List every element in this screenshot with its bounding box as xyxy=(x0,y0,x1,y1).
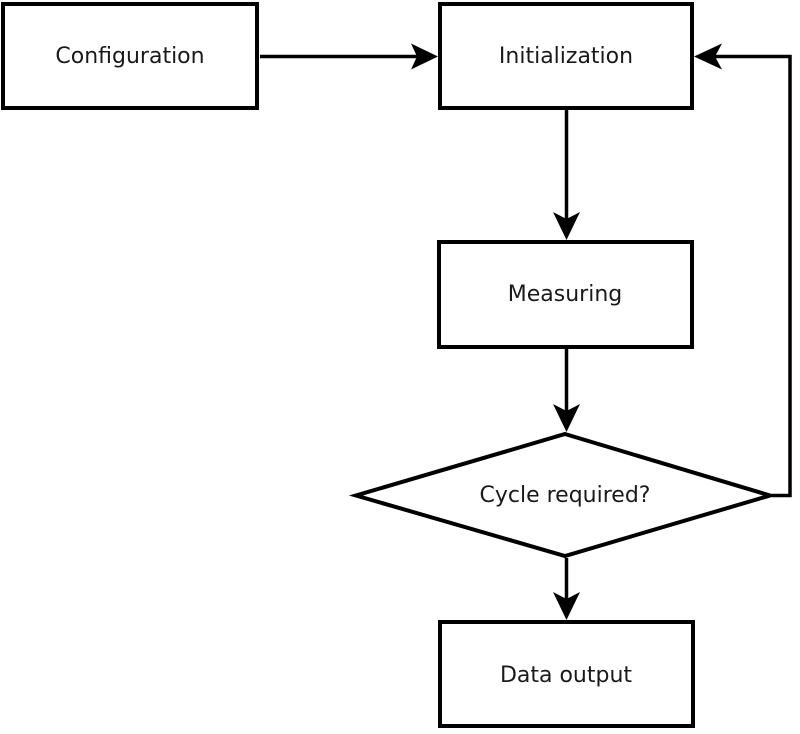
node-measuring-label: Measuring xyxy=(508,282,622,307)
arrowhead-icon xyxy=(553,592,580,620)
edge-cycle-required-to-initialization xyxy=(694,43,792,498)
node-data-output-shape[interactable] xyxy=(438,620,695,728)
node-configuration[interactable]: Configuration xyxy=(1,2,259,110)
edge-configuration-to-initialization xyxy=(260,43,438,70)
node-configuration-label: Configuration xyxy=(55,44,204,69)
edge-measuring-to-cycle-required xyxy=(553,349,580,432)
node-cycle-required[interactable]: Cycle required? xyxy=(348,431,778,559)
edge-initialization-to-measuring xyxy=(553,110,580,240)
node-data-output[interactable]: Data output xyxy=(438,620,695,728)
node-configuration-shape[interactable] xyxy=(1,2,259,110)
node-data-output-label: Data output xyxy=(500,663,632,688)
arrowhead-icon xyxy=(553,404,580,432)
arrowhead-icon xyxy=(694,43,722,70)
arrowhead-icon xyxy=(411,43,438,70)
node-initialization-shape[interactable] xyxy=(438,2,694,110)
edge-cycle-required-to-data-output xyxy=(553,558,580,620)
node-initialization-label: Initialization xyxy=(499,44,633,69)
edge-line-cycle-required-to-initialization xyxy=(706,54,792,498)
node-cycle-required-label: Cycle required? xyxy=(480,483,651,508)
node-cycle-required-shape[interactable] xyxy=(348,431,778,559)
arrowhead-icon xyxy=(553,212,580,240)
node-measuring-shape[interactable] xyxy=(437,240,694,349)
node-measuring[interactable]: Measuring xyxy=(437,240,694,349)
node-initialization[interactable]: Initialization xyxy=(438,2,694,110)
